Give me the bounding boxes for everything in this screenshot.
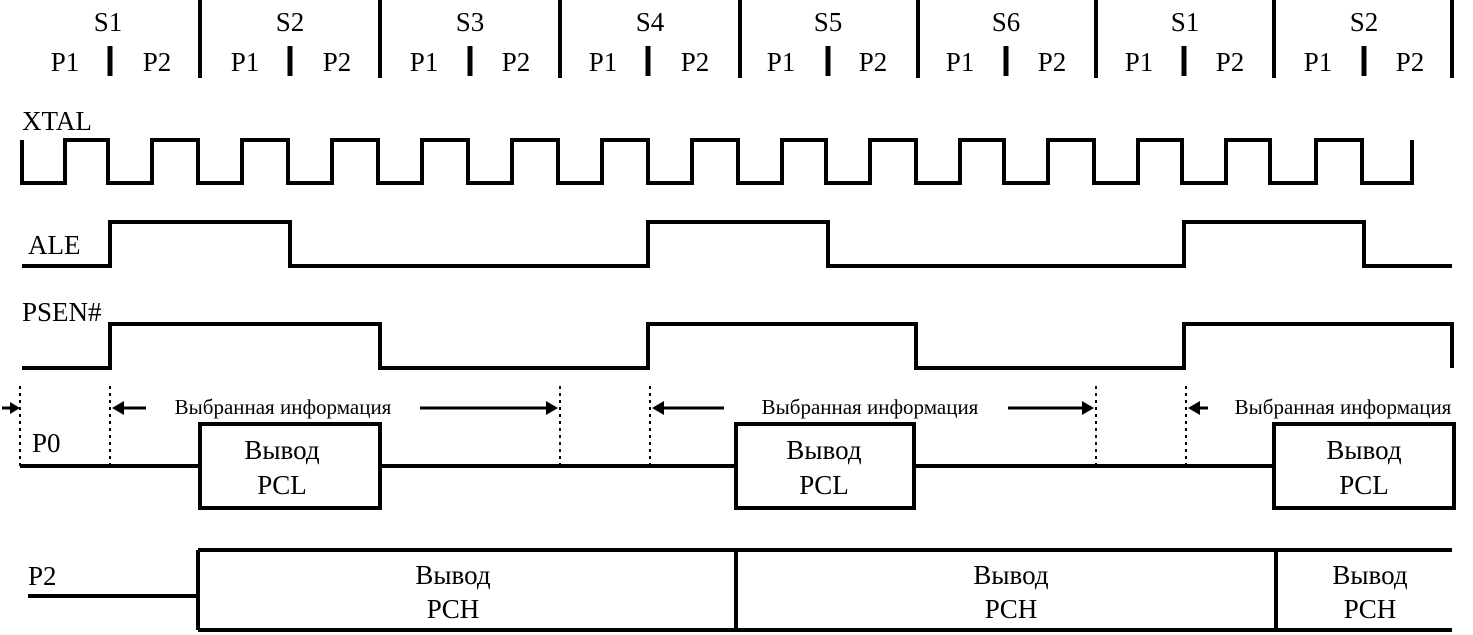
ale-label: ALE <box>28 230 80 260</box>
fetch-label: Выбранная информация <box>175 395 392 419</box>
phase-label: P2 <box>1038 47 1067 77</box>
p2-box-line2: PCH <box>985 594 1038 624</box>
p0-fetch-labels: Выбранная информация Выбранная информаци… <box>175 395 1452 419</box>
p0-box-line1: Вывод <box>1326 435 1401 465</box>
phase-label: P2 <box>323 47 352 77</box>
state-separators <box>198 0 1454 78</box>
p0-box-line2: PCL <box>257 470 307 500</box>
phase-label: P1 <box>410 47 439 77</box>
phase-label: P1 <box>231 47 260 77</box>
state-label: S5 <box>814 7 843 37</box>
phase-label: P1 <box>946 47 975 77</box>
p0-box-line2: PCL <box>799 470 849 500</box>
p0-label: P0 <box>32 428 61 458</box>
p0-box-line2: PCL <box>1339 470 1389 500</box>
p2-box-line1: Вывод <box>1332 560 1407 590</box>
p0-box <box>1272 422 1456 510</box>
p0-box <box>198 422 382 510</box>
phase-label: P2 <box>143 47 172 77</box>
fetch-label: Выбранная информация <box>1235 395 1452 419</box>
p2-box-line2: PCH <box>427 594 480 624</box>
state-label: S6 <box>992 7 1021 37</box>
phase-labels: P1 P2 P1 P2 P1 P2 P1 P2 P1 P2 P1 P2 P1 P… <box>51 47 1425 77</box>
p0-bus <box>20 422 1456 510</box>
phase-label: P1 <box>1125 47 1154 77</box>
state-label: S1 <box>1171 7 1200 37</box>
phase-label: P1 <box>767 47 796 77</box>
phase-label: P1 <box>1304 47 1333 77</box>
p2-box-line1: Вывод <box>415 560 490 590</box>
fetch-label: Выбранная информация <box>762 395 979 419</box>
phase-separators <box>107 46 1367 76</box>
state-labels: S1 S2 S3 S4 S5 S6 S1 S2 <box>94 7 1379 37</box>
p0-box-line1: Вывод <box>244 435 319 465</box>
phase-label: P2 <box>502 47 531 77</box>
phase-label: P2 <box>859 47 888 77</box>
p0-box-line1: Вывод <box>786 435 861 465</box>
p0-fetch-arrows <box>2 401 1208 415</box>
state-label: S1 <box>94 7 123 37</box>
phase-label: P1 <box>589 47 618 77</box>
state-label: S2 <box>276 7 305 37</box>
psen-waveform <box>22 322 1454 370</box>
p0-box <box>734 422 916 510</box>
p0-box-labels: Вывод PCL Вывод PCL Вывод PCL <box>244 435 1401 500</box>
phase-label: P2 <box>1216 47 1245 77</box>
p2-bus <box>28 548 1452 632</box>
p2-box-labels: Вывод PCH Вывод PCH Вывод PCH <box>415 560 1407 624</box>
state-label: S2 <box>1350 7 1379 37</box>
p2-box-line2: PCH <box>1344 594 1397 624</box>
psen-label: PSEN# <box>22 297 102 327</box>
xtal-waveform <box>20 138 1414 185</box>
ale-waveform <box>22 220 1452 268</box>
phase-label: P2 <box>1396 47 1425 77</box>
p2-box-line1: Вывод <box>973 560 1048 590</box>
xtal-label: XTAL <box>22 106 92 136</box>
phase-label: P1 <box>51 47 80 77</box>
phase-label: P2 <box>681 47 710 77</box>
p2-label: P2 <box>28 561 57 591</box>
state-label: S3 <box>456 7 485 37</box>
state-label: S4 <box>636 7 665 37</box>
